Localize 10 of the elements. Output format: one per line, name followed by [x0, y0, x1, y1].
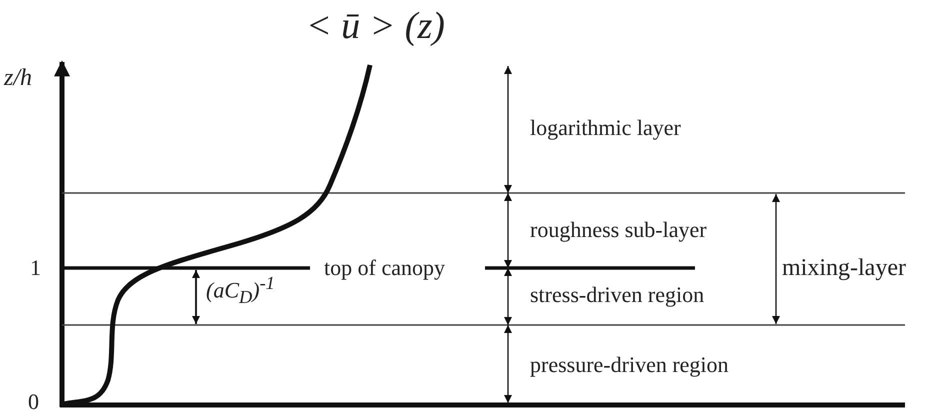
tick-label: 0 [28, 390, 39, 414]
profile-label: < ū > (z) [306, 6, 445, 48]
layer-label: roughness sub-layer [530, 218, 707, 242]
layer-label: (aC$_{D}$)$^{-1}$ [206, 273, 275, 307]
layer-label: pressure-driven region [530, 352, 729, 378]
tick-label: 1 [30, 256, 41, 280]
axis-label: z/h [4, 64, 32, 92]
layer-label: stress-driven region [530, 282, 704, 308]
layer-label: mixing-layer [782, 254, 906, 282]
layer-label: logarithmic layer [530, 116, 681, 140]
